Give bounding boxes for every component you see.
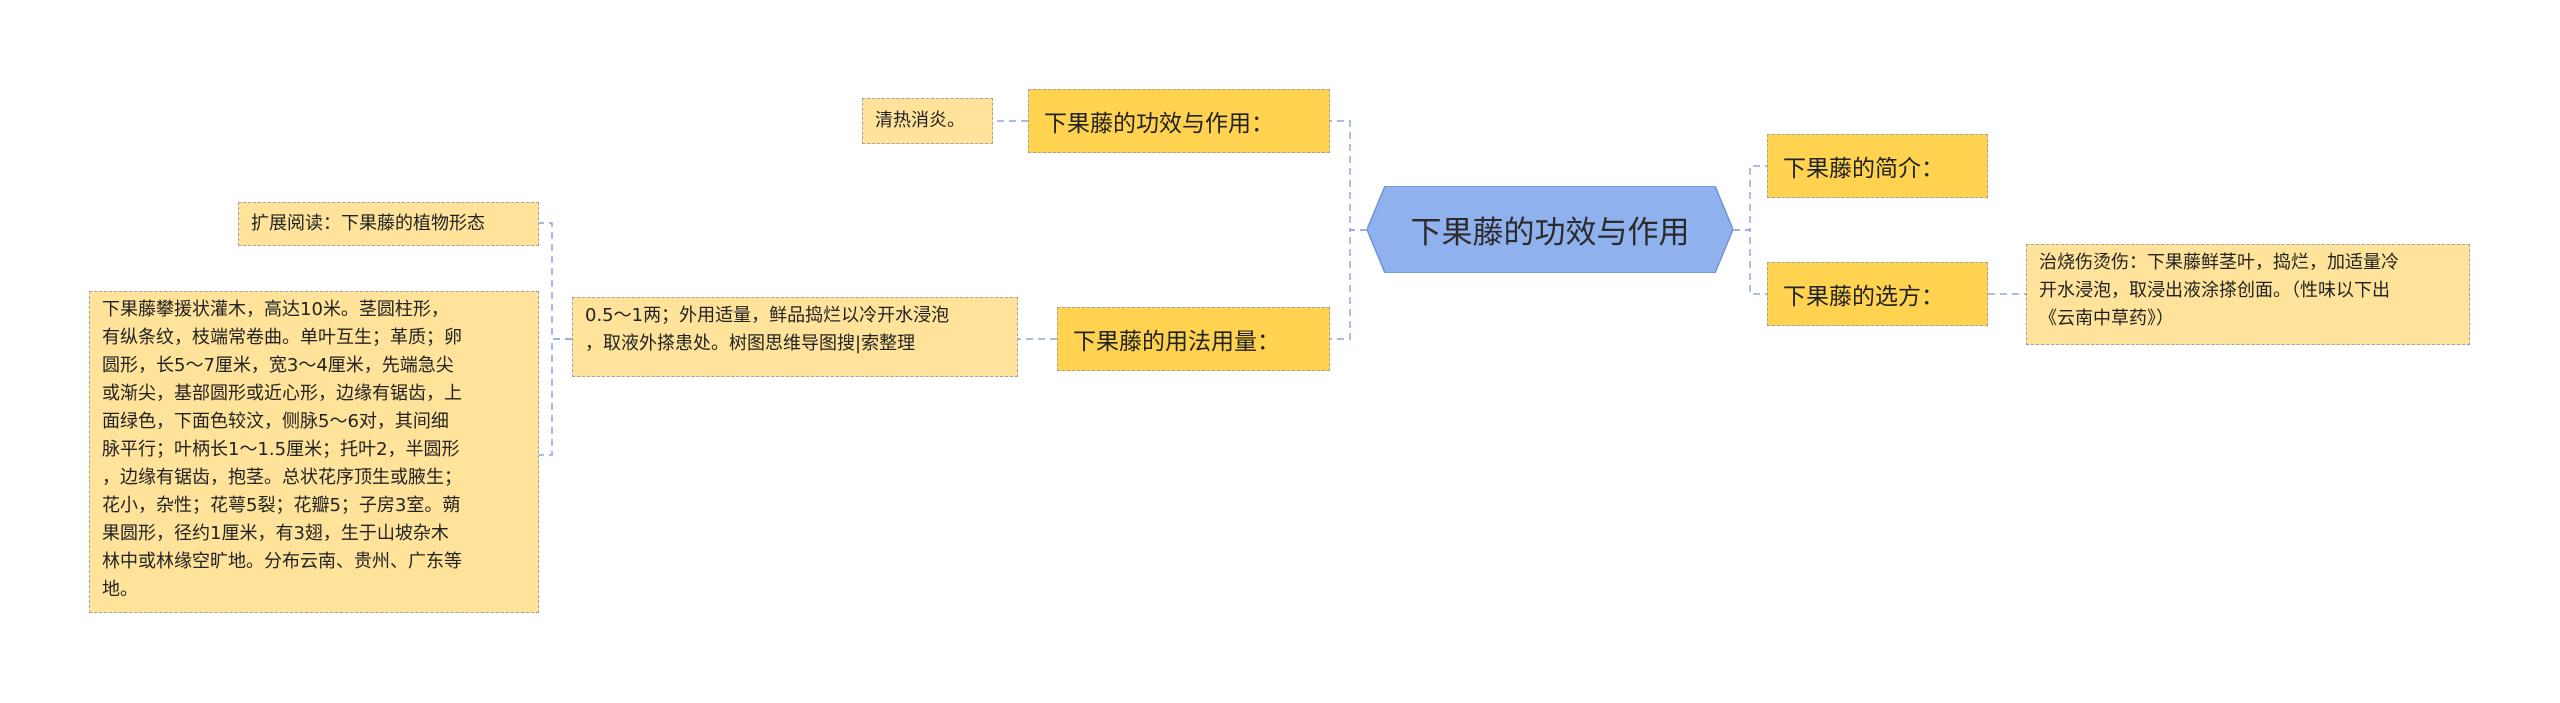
leaf-prescriptions-detail[interactable]: 治烧伤烫伤：下果藤鲜茎叶，捣烂，加适量冷 开水浸泡，取浸出液涂搽创面。（性味以下… (2026, 244, 2470, 345)
root-title: 下果藤的功效与作用 (1410, 215, 1690, 251)
branch-introduction-label: 下果藤的简介： (1783, 156, 1944, 182)
branch-usage-label: 下果藤的用法用量： (1073, 329, 1280, 355)
leaf-prescriptions-text: 治烧伤烫伤：下果藤鲜茎叶，捣烂，加适量冷 开水浸泡，取浸出液涂搽创面。（性味以下… (2039, 252, 2399, 329)
leaf-usage-detail[interactable]: 0.5～1两；外用适量，鲜品捣烂以冷开水浸泡 ，取液外搽患处。树图思维导图搜|索… (572, 297, 1018, 377)
sub-plant-morphology-text: 下果藤攀援状灌木，高达10米。茎圆柱形， 有纵条纹，枝端常卷曲。单叶互生；革质；… (102, 299, 462, 600)
leaf-usage-text: 0.5～1两；外用适量，鲜品捣烂以冷开水浸泡 ，取液外搽患处。树图思维导图搜|索… (585, 305, 950, 354)
branch-efficacy[interactable]: 下果藤的功效与作用： (1028, 89, 1330, 153)
branch-efficacy-label: 下果藤的功效与作用： (1044, 111, 1274, 137)
branch-prescriptions-label: 下果藤的选方： (1783, 284, 1944, 310)
leaf-efficacy-detail[interactable]: 清热消炎。 (862, 98, 993, 144)
sub-extended-reading-text: 扩展阅读：下果藤的植物形态 (251, 213, 485, 234)
leaf-efficacy-text: 清热消炎。 (875, 110, 965, 131)
branch-introduction[interactable]: 下果藤的简介： (1767, 134, 1988, 198)
sub-extended-reading[interactable]: 扩展阅读：下果藤的植物形态 (238, 202, 539, 246)
root-hexagon-shape (1367, 186, 1733, 273)
root-topic[interactable]: 下果藤的功效与作用 (1367, 186, 1733, 273)
branch-usage-dosage[interactable]: 下果藤的用法用量： (1057, 307, 1330, 371)
sub-plant-morphology[interactable]: 下果藤攀援状灌木，高达10米。茎圆柱形， 有纵条纹，枝端常卷曲。单叶互生；革质；… (89, 291, 539, 613)
branch-prescriptions[interactable]: 下果藤的选方： (1767, 262, 1988, 326)
